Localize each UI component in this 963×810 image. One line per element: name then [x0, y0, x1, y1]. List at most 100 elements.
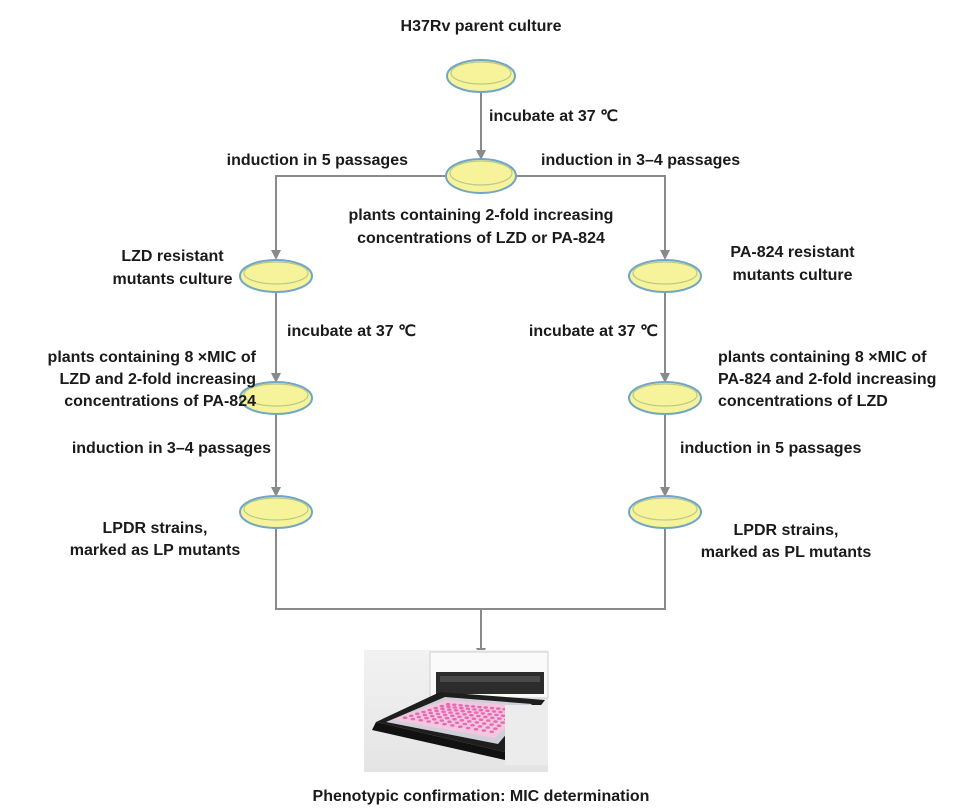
plate-well [481, 729, 487, 732]
induction-left-label: induction in 5 passages [226, 152, 408, 169]
plate-well [416, 715, 422, 719]
plate-well [447, 720, 452, 723]
plate-well [469, 713, 474, 717]
plants-right-line1: plants containing 8 ×MIC of [718, 349, 927, 366]
plate-well [442, 722, 447, 726]
plate-well [470, 723, 475, 727]
petri-dish-right-8xmic [628, 381, 702, 415]
plate-well [433, 706, 439, 710]
plate-well [410, 717, 416, 721]
induction-left2-label: induction in 3–4 passages [71, 440, 271, 457]
plate-well [483, 706, 489, 709]
plate-well [446, 708, 452, 711]
plate-well [464, 704, 470, 708]
plate-well [464, 716, 470, 719]
plants-left-line1: plants containing 8 ×MIC of [47, 349, 256, 366]
plate-well [459, 719, 465, 722]
plate-well [485, 726, 491, 729]
plate-well [444, 716, 450, 720]
plate-well [485, 709, 490, 712]
plate-well [458, 704, 463, 707]
plate-well [470, 705, 476, 708]
plate-well [452, 703, 457, 707]
plate-well [471, 717, 477, 720]
plate-well [439, 719, 445, 722]
lpdr-left-line2: marked as LP mutants [69, 542, 241, 559]
plate-well [467, 710, 472, 714]
connectors [271, 90, 670, 658]
plate-well [462, 722, 468, 726]
plate-well [477, 705, 482, 709]
plate-well [408, 714, 414, 718]
plate-well [428, 711, 434, 715]
plate-well [424, 716, 429, 720]
plate-well [474, 721, 480, 724]
plate-well [452, 717, 457, 721]
plate-well [478, 708, 484, 712]
plate-well [490, 716, 495, 720]
lpdr-right-line1: LPDR strains, [733, 522, 839, 539]
lpdr-left-line1: LPDR strains, [102, 520, 208, 537]
induction-right2-label: induction in 5 passages [680, 440, 862, 457]
plate-well [491, 710, 497, 713]
plate-well [465, 726, 471, 730]
plate-well [483, 715, 488, 719]
plate-well [473, 727, 479, 731]
arrow-center-to-left [271, 175, 446, 260]
plate-well [458, 725, 463, 728]
plate-well [462, 713, 467, 716]
plate-well [422, 713, 428, 717]
plate-well [431, 718, 437, 721]
parent-culture-label: H37Rv parent culture [400, 18, 562, 35]
plate-well [440, 707, 445, 711]
plate-well [429, 714, 435, 718]
plate-well [478, 718, 484, 721]
petri-dish-parent [446, 59, 516, 93]
plants-left-line3: concentrations of PA-824 [64, 393, 256, 410]
petri-dish-left-8xmic [239, 381, 313, 415]
plate-well [489, 706, 495, 710]
plate-well [481, 722, 487, 725]
plate-reader-image [364, 650, 549, 772]
plate-well [500, 714, 506, 717]
plate-well [437, 715, 442, 719]
plants-left-line2: LZD and 2-fold increasing [59, 371, 256, 388]
petri-dish-lzd-resistant [239, 259, 313, 293]
plate-well [442, 713, 448, 717]
plate-well [439, 704, 445, 708]
petri-dish-pa-resistant [628, 259, 702, 293]
plate-well [500, 721, 506, 724]
plants-right-line2: PA-824 and 2-fold increasing [718, 371, 937, 388]
plate-well [460, 709, 466, 713]
petri-dish-pl-mutants [628, 495, 702, 529]
incubate-right-label: incubate at 37 ℃ [528, 323, 658, 340]
petri-dish-center [445, 158, 517, 194]
plate-well [434, 721, 439, 725]
plate-well [445, 702, 451, 706]
plate-well [493, 720, 498, 723]
plate-well [448, 711, 453, 714]
plate-well [426, 720, 432, 723]
plate-well [450, 724, 455, 727]
plants-right-line3: concentrations of LZD [718, 393, 888, 410]
plate-well [467, 720, 472, 723]
plate-well [415, 712, 420, 716]
plate-well [455, 712, 460, 715]
plate-well [496, 724, 502, 727]
plate-well [489, 730, 495, 734]
plate-well [402, 716, 408, 719]
plate-well [441, 710, 446, 713]
plate-well [418, 719, 424, 722]
incubate-top-label: incubate at 37 ℃ [489, 108, 619, 125]
plate-well [494, 713, 499, 717]
plants-center-line1: plants containing 2-fold increasing [348, 207, 614, 224]
plate-well [496, 707, 501, 710]
plate-well [476, 714, 481, 718]
incubate-left-label: incubate at 37 ℃ [287, 323, 417, 340]
plate-well [489, 723, 494, 726]
merge-line [275, 527, 666, 610]
plate-well [427, 708, 432, 712]
lzd-resistant-line2: mutants culture [112, 271, 233, 288]
plate-well [480, 712, 486, 715]
